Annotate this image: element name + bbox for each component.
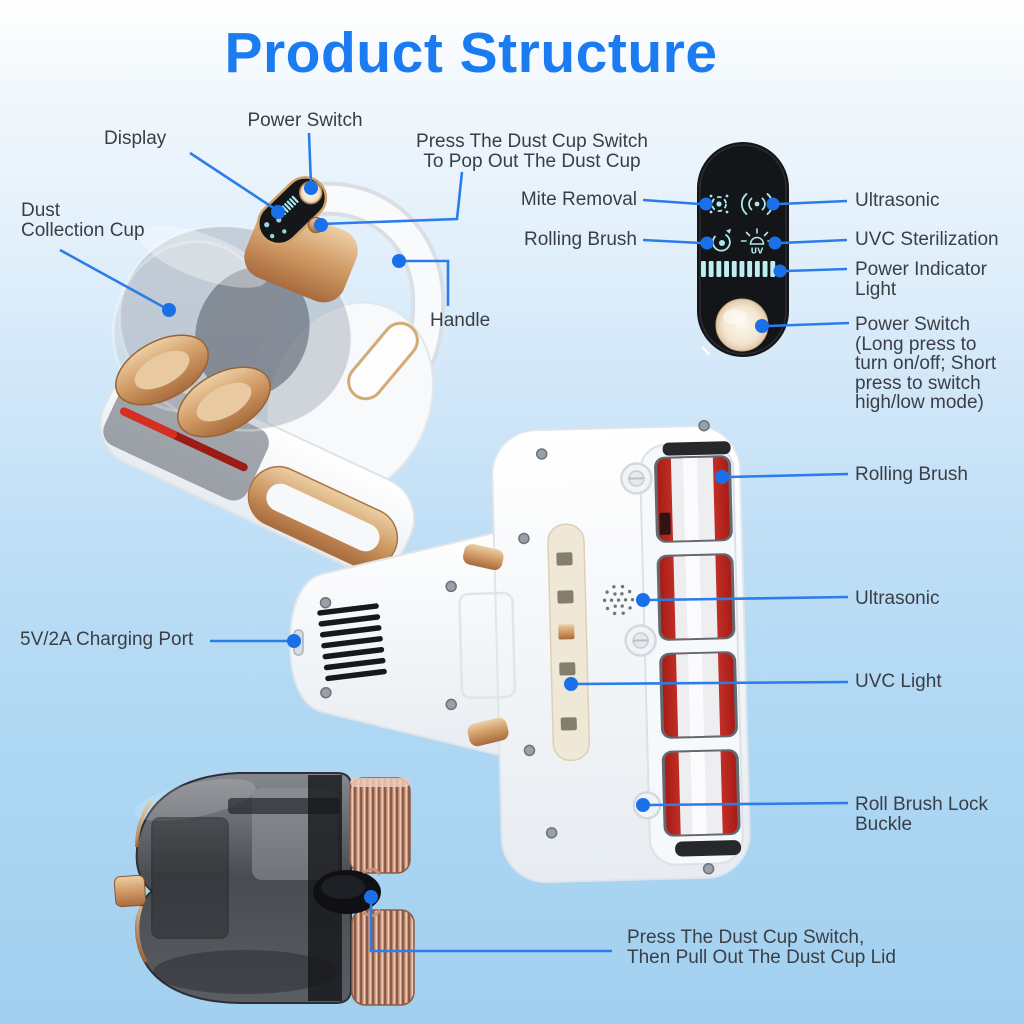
callout-dot-ultrasonic-bottom [636,593,650,607]
label-rolling-brush-bottom: Rolling Brush [855,464,968,485]
callout-line-mite-removal [642,198,701,206]
panel-body [697,142,789,357]
callout-line-dust-cup-switch [320,171,464,226]
callout-line-rolling-brush-bottom [727,472,849,479]
callout-dot-dust-cup-lid [364,890,378,904]
mite-removal-icon [709,194,729,214]
callout-dot-power-switch-detail [755,319,769,333]
dust-cup-switch-latch[interactable] [313,867,381,918]
vent-grille [317,603,387,682]
label-uvc-sterilization: UVC Sterilization [855,229,999,250]
callout-line-rolling-brush-panel [642,238,702,245]
callout-dots [162,181,787,904]
handheld-vacuum-illustration [99,176,446,573]
label-rolling-brush-panel: Rolling Brush [524,229,637,250]
callout-dot-dust-collection-cup [162,303,176,317]
rolling-brush-windows [654,441,742,857]
callout-dot-mite-removal [699,197,713,211]
charging-contact-bottom [467,717,509,747]
label-power-indicator-light: Power Indicator Light [855,259,988,300]
callout-line-dust-collection-cup [59,248,170,312]
label-ultrasonic-panel: Ultrasonic [855,190,940,211]
callout-lines [59,132,850,953]
label-power-switch-detail: Power Switch (Long press to turn on/off;… [855,314,997,413]
rose-copper-rib-bottom [351,909,415,1006]
callout-line-ultrasonic-bottom [648,595,849,602]
callout-dot-rolling-brush-panel [700,236,714,250]
inner-window [151,817,229,939]
callout-dot-display [271,205,285,219]
callout-line-power-switch-detail [767,321,850,328]
callout-dot-dust-cup-switch [314,218,328,232]
callout-dot-uvc-sterilization [768,236,782,250]
callout-line-uvc-sterilization [780,238,848,245]
dust-cup-illustration [113,772,415,1006]
label-handle: Handle [430,310,491,331]
callout-line-uvc-light [576,680,849,686]
power-indicator-bars [701,261,776,277]
label-dust-collection-cup: Dust Collection Cup [21,200,145,241]
callout-line-dust-cup-lid [369,902,612,953]
callout-dot-lock-buckle [636,798,650,812]
uv-icon-text: UV [751,247,764,256]
callout-line-ultrasonic-panel [778,199,848,206]
callout-dot-handle [392,254,406,268]
ultrasonic-speaker-holes [602,584,635,616]
uvc-light-strip [547,523,591,762]
callout-line-lock-buckle [648,801,849,807]
callout-line-handle [399,259,450,306]
callout-line-power-switch-top [307,132,313,187]
label-dust-cup-switch: Press The Dust Cup Switch To Pop Out The… [416,131,648,172]
gold-rollers [115,334,271,438]
label-dust-cup-lid: Press The Dust Cup Switch, Then Pull Out… [627,927,896,968]
callout-dot-rolling-brush-bottom [715,470,729,484]
body-arm [288,520,541,767]
label-mite-removal: Mite Removal [520,189,637,210]
label-roll-brush-lock-buckle: Roll Brush Lock Buckle [855,794,989,835]
bottom-view-illustration [288,419,751,884]
door-latch-rings [620,462,657,657]
handle-grip[interactable] [342,316,425,405]
callout-line-display [189,151,279,213]
charging-contact-top [463,543,504,571]
callout-dot-uvc-light [564,677,578,691]
left-copper-tab [113,874,147,908]
page-title: Product Structure [224,21,718,85]
label-ultrasonic-bottom: Ultrasonic [855,588,940,609]
callout-dot-charging-port [287,634,301,648]
control-panel-illustration: UV [697,142,789,357]
callout-dot-power-indicator [773,264,787,278]
callout-line-power-indicator [785,267,848,273]
callout-dot-ultrasonic-panel [766,197,780,211]
battery-door-outline [458,591,517,700]
screws [319,419,715,875]
rose-copper-rib-top [349,777,411,874]
label-uvc-light: UVC Light [855,671,942,692]
label-display: Display [104,128,167,149]
label-charging-port: 5V/2A Charging Port [20,629,194,650]
callout-dot-power-switch-top [304,181,318,195]
label-power-switch-top: Power Switch [247,110,363,131]
